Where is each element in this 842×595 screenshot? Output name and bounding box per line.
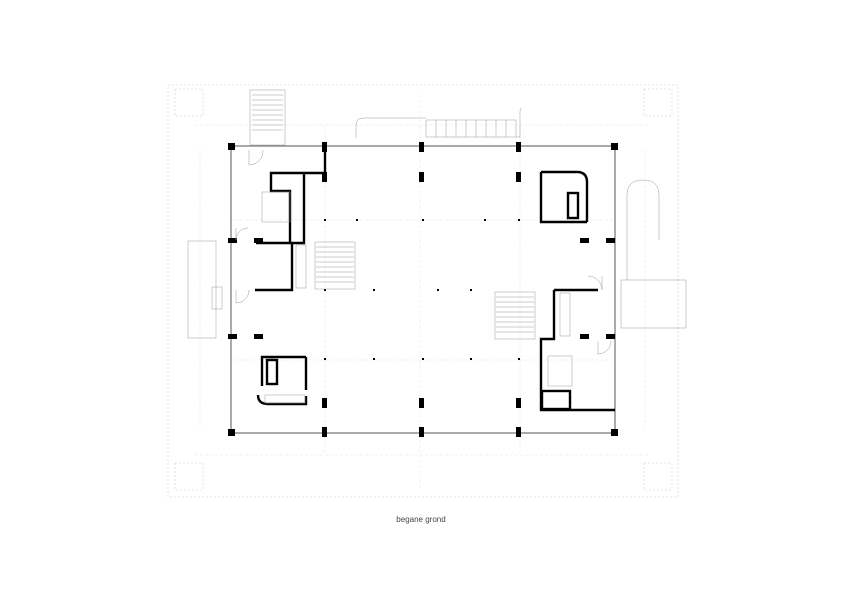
corner-markers bbox=[174, 88, 673, 491]
site-boundary bbox=[167, 84, 679, 498]
doors bbox=[235, 149, 612, 355]
grid-dots bbox=[324, 219, 520, 360]
stairs bbox=[187, 89, 687, 404]
columns bbox=[228, 142, 618, 437]
drawing-caption: begane grond bbox=[396, 515, 446, 524]
core-walls bbox=[255, 148, 615, 412]
